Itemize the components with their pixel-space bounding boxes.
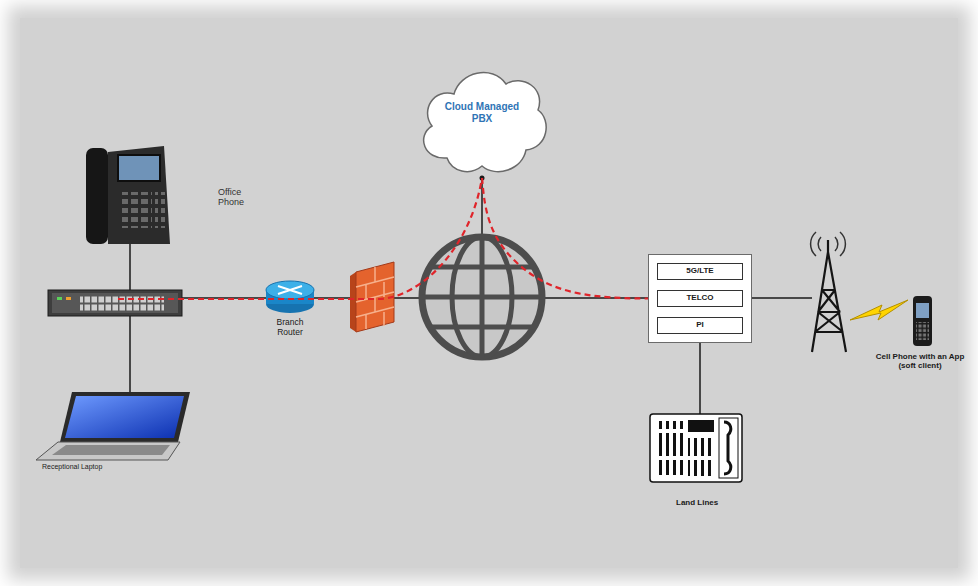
laptop-keyboard bbox=[52, 445, 170, 455]
call-path bbox=[482, 178, 657, 299]
device-label: Cell Phone with an App (soft client) bbox=[871, 352, 969, 370]
router-arrows bbox=[278, 286, 302, 294]
switch-led bbox=[57, 297, 62, 300]
cloud-shape: Cloud Managed PBX bbox=[412, 58, 552, 178]
laptop-screen bbox=[65, 396, 184, 438]
laptop-base bbox=[36, 442, 180, 460]
network-switch bbox=[48, 290, 182, 316]
phone-body bbox=[108, 146, 170, 244]
network-wire bbox=[752, 297, 812, 299]
slot-label: TELCO bbox=[686, 294, 713, 303]
slot-label: PI bbox=[696, 321, 704, 330]
wireless-bolt bbox=[850, 300, 908, 320]
phone-keypad bbox=[122, 192, 152, 228]
globe-grid bbox=[422, 237, 542, 357]
landline-keys bbox=[688, 438, 714, 476]
device-label: Branch Router bbox=[269, 318, 311, 338]
switch-led bbox=[66, 297, 71, 300]
landline-phone bbox=[650, 414, 742, 482]
cell-tower bbox=[812, 240, 846, 352]
service-slot: PI bbox=[657, 317, 743, 334]
phone-keys bbox=[155, 192, 165, 228]
landline-cradle bbox=[719, 418, 738, 478]
service-panel: 5G/LTE TELCO PI bbox=[648, 254, 752, 343]
network-wire bbox=[481, 178, 483, 240]
landline-display bbox=[688, 420, 714, 432]
device-label: Office Phone bbox=[218, 187, 264, 208]
device-label: Land Lines bbox=[676, 498, 718, 507]
phone-cable bbox=[129, 244, 131, 292]
internet-globe bbox=[422, 237, 542, 357]
phone-screen bbox=[118, 155, 160, 181]
laptop-cable bbox=[129, 316, 131, 394]
cloud-label: Cloud Managed PBX bbox=[440, 101, 524, 125]
cell-screen bbox=[916, 303, 929, 318]
call-path bbox=[118, 178, 482, 299]
landline-keys bbox=[656, 421, 684, 475]
service-slot: 5G/LTE bbox=[657, 263, 743, 280]
router-top bbox=[266, 281, 314, 299]
switch-ports bbox=[80, 295, 164, 311]
laptop-lid bbox=[60, 392, 190, 442]
cell-phone bbox=[913, 296, 932, 346]
cell-keypad bbox=[916, 322, 929, 340]
switch-face bbox=[52, 293, 178, 313]
service-slot: TELCO bbox=[657, 290, 743, 307]
slot-label: 5G/LTE bbox=[686, 267, 713, 276]
landline-handset bbox=[724, 422, 731, 474]
phone-handset bbox=[86, 148, 108, 244]
radio-waves bbox=[811, 232, 846, 256]
landline-cable bbox=[699, 343, 701, 414]
firewall-side bbox=[350, 272, 356, 332]
cloud-outline bbox=[424, 73, 547, 172]
device-label: Receptional Laptop bbox=[42, 463, 102, 471]
